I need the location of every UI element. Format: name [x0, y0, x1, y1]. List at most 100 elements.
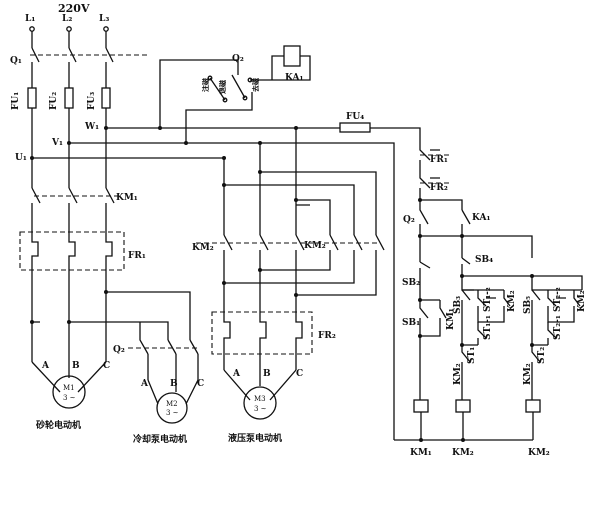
sb1-label: SB₁: [402, 318, 420, 328]
m1-caption: 砂轮电动机: [36, 419, 81, 431]
st1-1-label: ST₁-₁: [483, 315, 493, 340]
fuse-fu4: [339, 122, 371, 133]
st1-1-contact: [477, 322, 487, 345]
km2-main-contacts-right: [329, 234, 385, 251]
q2-mode-3: 去磁: [251, 78, 260, 92]
km2-interlock-a: [461, 345, 471, 378]
sb5-start: [531, 289, 541, 318]
km2-hold-b-label: KM₂: [577, 290, 587, 312]
sb1-start: [419, 300, 429, 336]
m1-spec: 3 ~: [63, 394, 76, 402]
fr2-label: FR₂: [318, 331, 336, 341]
fr1-ctrl-label: FR₁: [430, 155, 448, 165]
km2-il-a-label: KM₂: [453, 363, 463, 385]
st2-1-label: ST₂-₁: [553, 315, 563, 340]
fr1-nc-contact: [419, 142, 440, 170]
motor-m3: [243, 386, 277, 420]
terminal-l3: [103, 26, 109, 32]
ka1-contact: [461, 209, 471, 236]
m3-term-b: B: [263, 369, 271, 379]
st1-2-label: ST₁-₂: [483, 287, 493, 312]
ka1-coil-label: KA₁: [285, 73, 303, 83]
fuse-fu1: [27, 87, 37, 109]
fr2-elements: [223, 312, 303, 354]
m2-id: M2: [166, 400, 178, 408]
phase-label-l3: L₃: [99, 14, 109, 24]
fr2-ctrl-label: FR₂: [430, 183, 448, 193]
km2-il-b-label: KM₂: [523, 363, 533, 385]
m3-term-c: C: [296, 369, 303, 379]
supply-voltage: 220V: [58, 2, 90, 15]
fu1-label: FU₁: [11, 92, 21, 110]
bus-u-label: U₁: [15, 153, 27, 163]
m2-term-c: C: [197, 379, 204, 389]
q2-mode-1: 注磁: [201, 78, 210, 92]
km2-coil-b: [525, 399, 541, 413]
km2-hold-a: [503, 290, 511, 318]
fuse-fu3: [101, 87, 111, 109]
m3-id: M3: [254, 395, 266, 403]
bus-w-label: W₁: [84, 122, 99, 132]
q2-ctrl-contact: [419, 200, 429, 236]
km2-interlock-b: [531, 345, 541, 378]
q2-mid-label: Q₂: [113, 345, 125, 355]
sb4-stop: [461, 257, 471, 276]
sb4-label: SB₄: [475, 255, 493, 265]
km1-coil: [413, 399, 429, 413]
fr1-left-label: FR₁: [128, 251, 146, 261]
km1-hold-contact: [420, 300, 447, 337]
m1-term-a: A: [41, 361, 50, 371]
q1-label: Q₁: [10, 56, 22, 66]
m1-term-c: C: [103, 361, 110, 371]
km2-right-label: KM₂: [304, 241, 326, 251]
km2-hold-b: [573, 290, 581, 318]
m2-term-b: B: [170, 379, 178, 389]
km2-hold-a-label: KM₂: [507, 290, 517, 312]
bus-v-label: V₁: [51, 138, 63, 148]
st2-1-contact: [547, 322, 557, 345]
q2-ctrl-label: Q₂: [403, 215, 415, 225]
fu3-label: FU₃: [87, 92, 97, 110]
fu2-label: FU₂: [49, 92, 59, 110]
km2-coil-a: [455, 399, 471, 413]
st2-2-label: ST₂-₂: [553, 287, 563, 312]
st2-coil-label: ST₂: [537, 347, 547, 364]
motor-m1: [52, 375, 86, 409]
m3-spec: 3 ~: [254, 405, 267, 413]
phase-label-l2: L₂: [62, 14, 72, 24]
m1-id: M1: [63, 384, 75, 392]
motor-m2: [156, 392, 188, 424]
sb2-label: SB₂: [402, 278, 420, 288]
fr1-box: [19, 231, 125, 271]
m1-term-b: B: [72, 361, 80, 371]
coil-label-km2-a: KM₂: [452, 448, 474, 458]
km1-label: KM₁: [116, 193, 138, 203]
q2-mode-2: 退磁: [218, 80, 227, 94]
m3-caption: 液压泵电动机: [228, 432, 282, 444]
sb3-start: [461, 289, 471, 318]
bus-v: [69, 142, 395, 440]
m3-term-a: A: [232, 369, 241, 379]
ka1-coil: [283, 45, 301, 67]
terminal-l2: [66, 26, 72, 32]
sb2-stop: [419, 261, 431, 280]
fuse-fu2: [64, 87, 74, 109]
coil-label-km1: KM₁: [410, 448, 432, 458]
terminal-l1: [29, 26, 35, 32]
m2-term-a: A: [140, 379, 149, 389]
phase-label-l1: L₁: [25, 14, 35, 24]
m2-caption: 冷却泵电动机: [133, 433, 187, 445]
fr1-elements: [31, 232, 113, 270]
ka1-contact-label: KA₁: [472, 213, 490, 223]
q2-top-label: Q₂: [232, 54, 244, 64]
sb3-label: SB₃: [453, 296, 463, 314]
km1-hold-label: KM₁: [446, 308, 456, 330]
coil-label-km2-b: KM₂: [528, 448, 550, 458]
m2-spec: 3 ~: [166, 409, 179, 417]
st2-2-contact: [547, 290, 566, 318]
km2-left-label: KM₂: [192, 243, 214, 253]
fr2-box: [211, 311, 313, 355]
sb5-label: SB₅: [523, 296, 533, 314]
st1-2-contact: [477, 290, 496, 318]
